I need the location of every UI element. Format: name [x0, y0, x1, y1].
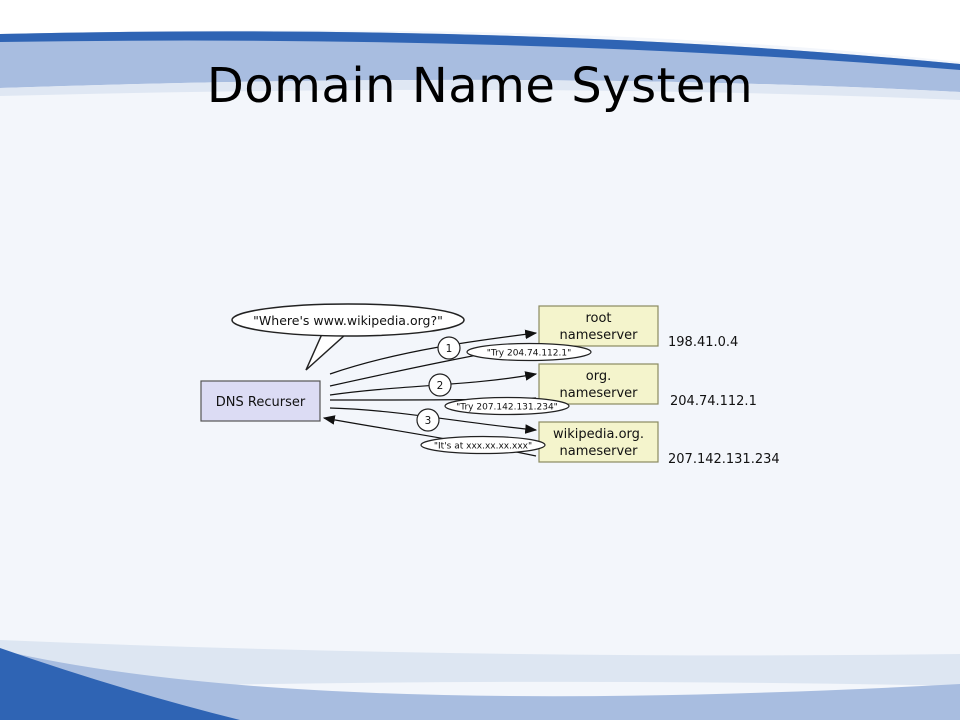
step-1-number: 1 — [446, 343, 453, 355]
nameserver-name: org. — [586, 369, 611, 384]
step-2-number: 2 — [437, 380, 444, 392]
top-wave-dark — [0, 0, 960, 62]
recurser-label: DNS Recurser — [216, 395, 306, 410]
slide-title: Domain Name System — [206, 58, 754, 114]
recurser-box — [200, 380, 321, 422]
nameserver-role: nameserver — [559, 386, 638, 401]
nameserver-org: org. nameserver 204.74.112.1 — [538, 363, 757, 409]
reply-bubble-3: "It's at xxx.xx.xx.xxx" — [420, 435, 546, 455]
query-speech-bubble: "Where's www.wikipedia.org?" — [231, 303, 465, 371]
reply-bubble-1: "Try 204.74.112.1" — [466, 342, 592, 362]
nameserver-name: wikipedia.org. — [553, 427, 644, 442]
nameserver-role: nameserver — [559, 444, 638, 459]
speech-bubble-tail — [305, 333, 348, 371]
reply-bubble-2: "Try 207.142.131.234" — [444, 396, 570, 416]
speech-bubble-shape — [231, 303, 465, 337]
dns-recurser-node: DNS Recurser — [200, 380, 321, 422]
step-3-number: 3 — [425, 415, 432, 427]
nameserver-ip: 207.142.131.234 — [668, 452, 780, 467]
nameserver-ip: 204.74.112.1 — [670, 394, 757, 409]
step-3-badge: 3 — [416, 408, 440, 432]
top-wave-accent — [0, 31, 960, 70]
nameserver-wikipedia: wikipedia.org. nameserver 207.142.131.23… — [538, 421, 780, 467]
nameserver-box — [538, 305, 659, 347]
nameserver-root: root nameserver 198.41.0.4 — [538, 305, 738, 350]
nameserver-ip: 198.41.0.4 — [668, 335, 738, 350]
step-1-badge: 1 — [437, 336, 461, 360]
top-wave-light — [0, 79, 960, 100]
reply-text-2: "Try 207.142.131.234" — [456, 403, 558, 413]
reply-text-3: "It's at xxx.xx.xx.xxx" — [434, 442, 532, 452]
nameserver-box — [538, 421, 659, 463]
reply-text-1: "Try 204.74.112.1" — [487, 349, 571, 359]
bottom-wave-blue — [0, 650, 960, 720]
bottom-wave-dark — [0, 648, 240, 720]
step-2-badge: 2 — [428, 373, 452, 397]
speech-bubble-text: "Where's www.wikipedia.org?" — [253, 313, 443, 328]
bottom-wave-light — [0, 640, 960, 690]
nameserver-role: nameserver — [559, 328, 638, 343]
nameserver-box — [538, 363, 659, 405]
nameserver-name: root — [585, 311, 611, 326]
